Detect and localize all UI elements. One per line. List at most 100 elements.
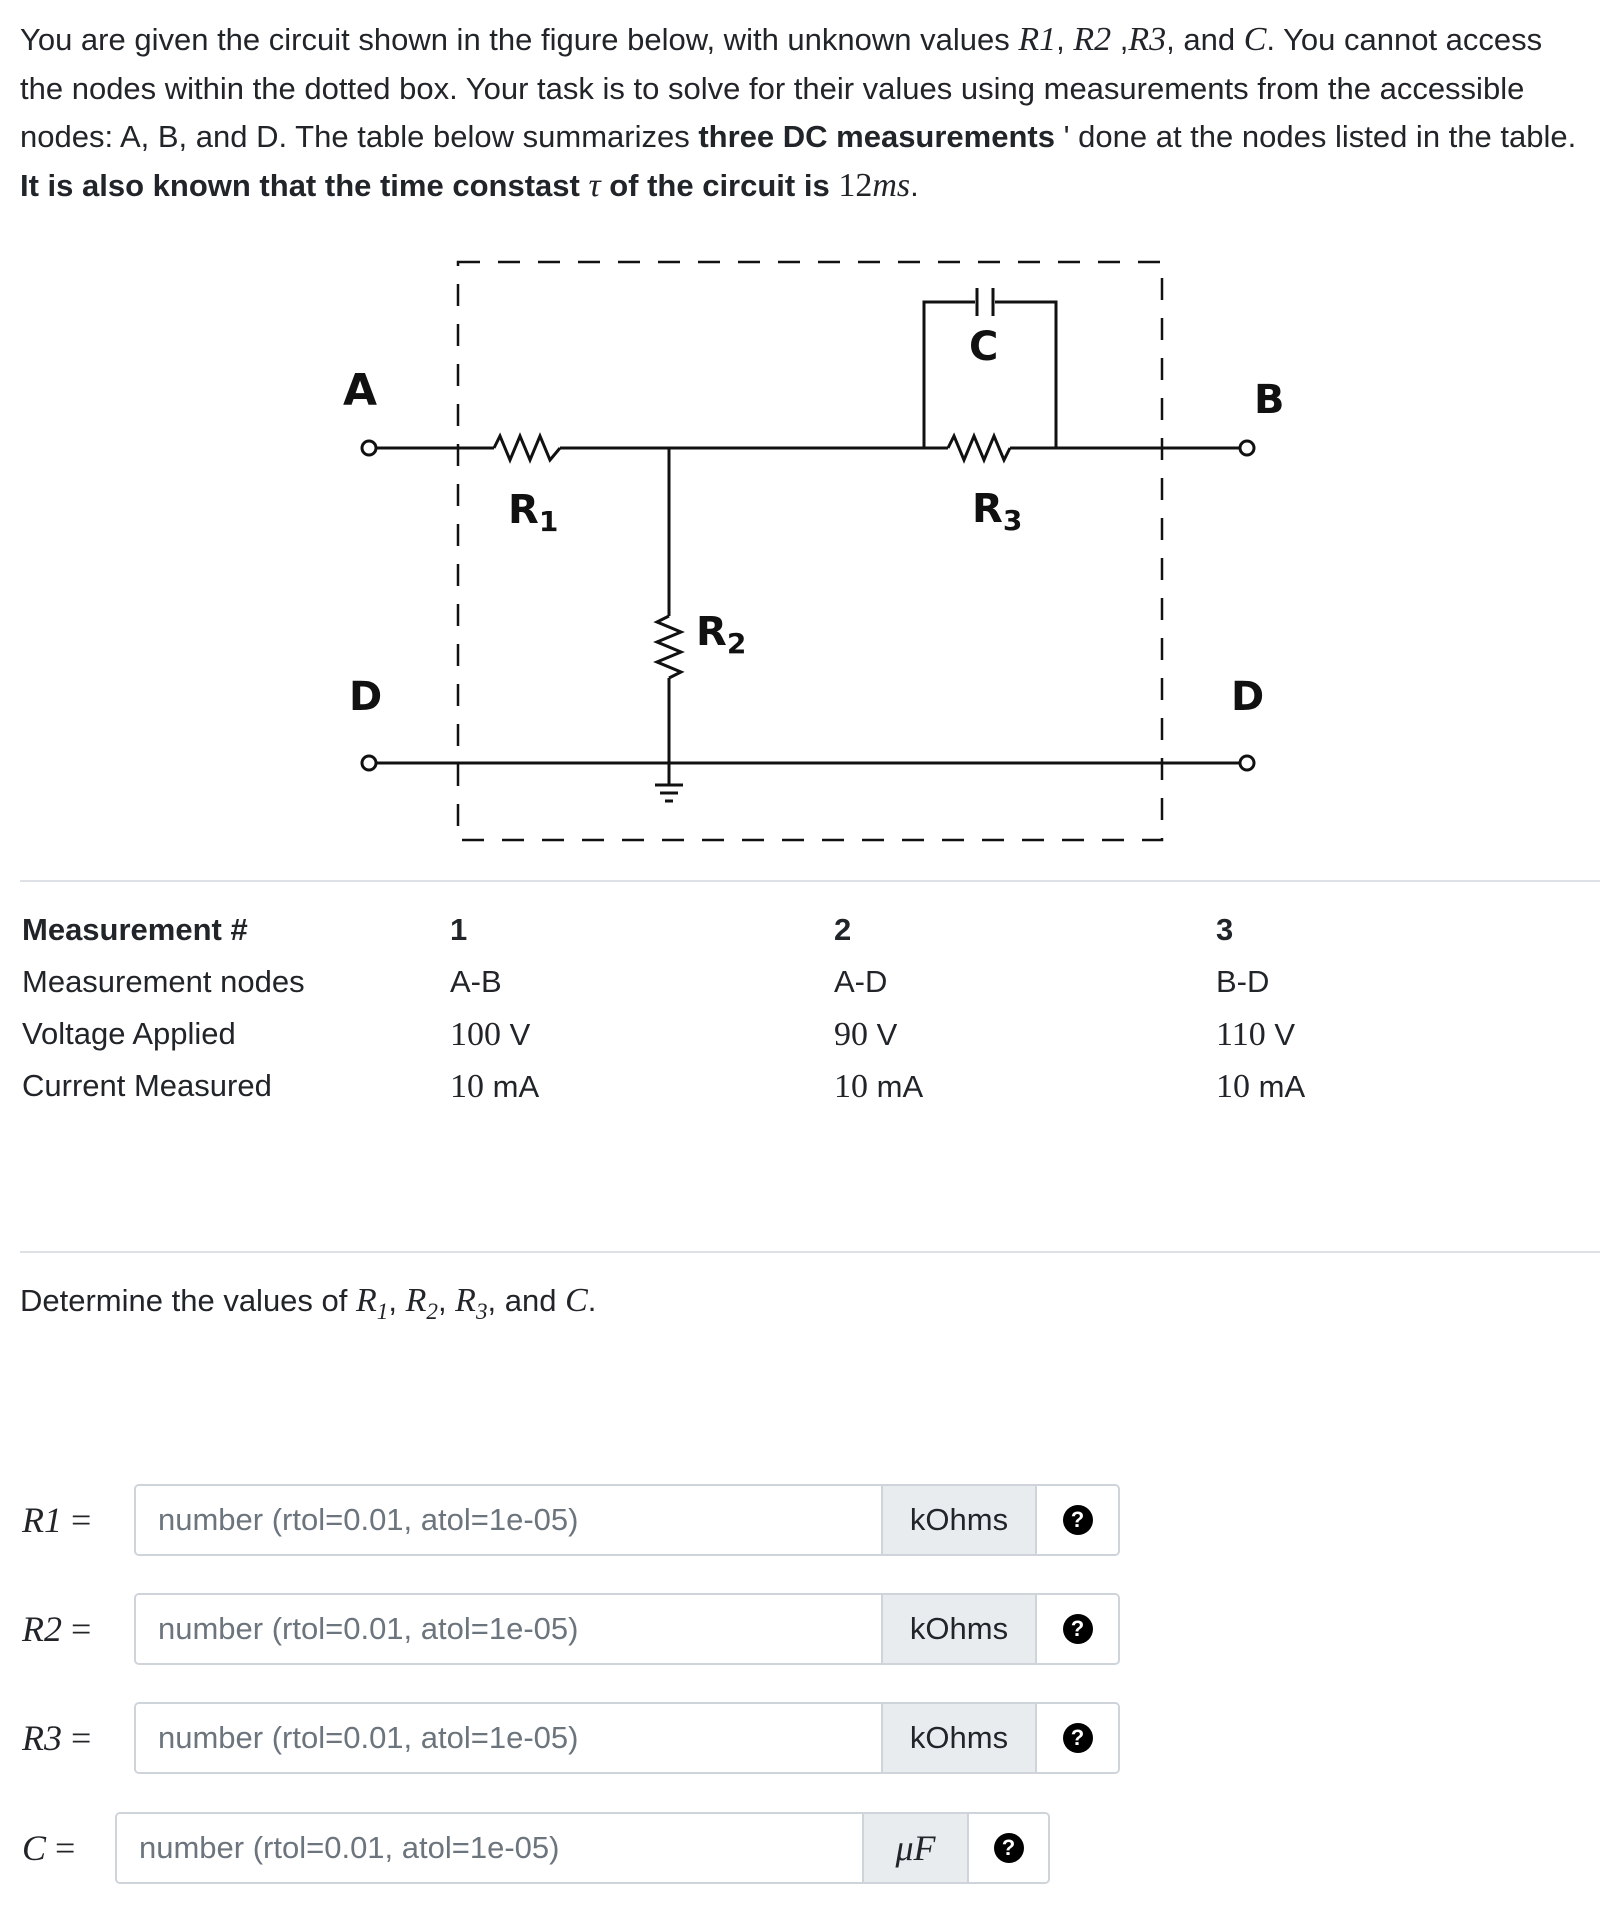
r2-label: R2 <box>696 609 746 660</box>
intro-text-3: ' done at the nodes listed in the table. <box>1054 119 1577 154</box>
table-cell: Measurement nodes <box>22 964 305 999</box>
circuit-diagram: A B D D R1 R2 R3 C <box>343 260 1285 842</box>
table-cell: Voltage Applied <box>22 1016 236 1051</box>
current-value: 10 <box>1216 1068 1250 1105</box>
c-unit: μF <box>862 1814 967 1882</box>
voltage-unit: V <box>509 1017 531 1052</box>
voltage-value: 90 <box>834 1016 868 1053</box>
r1-label: R1 <box>508 487 558 538</box>
answer-row-c: C = μF ? <box>0 1810 1100 1886</box>
c-help-button[interactable]: ? <box>967 1814 1048 1882</box>
answer-row-r3: R3 = kOhms ? <box>0 1700 1150 1776</box>
time-constant-number: 12 <box>838 166 873 204</box>
intro-bold-time-constant-b: of the circuit is <box>600 167 839 203</box>
c-label: C <box>969 324 998 370</box>
answer-label-r2: R2 = <box>22 1609 92 1649</box>
resistor-r1 <box>492 432 562 464</box>
prompt-sep: , <box>437 1283 456 1318</box>
intro-sep-3: , and <box>1166 22 1244 57</box>
table-cell: A-B <box>450 964 502 999</box>
voltage-unit: V <box>876 1017 898 1052</box>
r2-input[interactable] <box>136 1595 881 1663</box>
intro-text-1: You are given the circuit shown in the f… <box>20 22 1019 57</box>
current-value: 10 <box>450 1068 484 1105</box>
c-input[interactable] <box>117 1814 862 1882</box>
help-icon: ? <box>1062 1614 1093 1644</box>
r3-help-button[interactable]: ? <box>1035 1704 1118 1772</box>
table-cell: B-D <box>1216 964 1270 999</box>
table-cell: 100 V <box>450 1016 530 1054</box>
table-header: 3 <box>1216 912 1234 947</box>
table-cell: 10 mA <box>450 1068 539 1106</box>
var-c: C <box>1243 21 1267 58</box>
table-cell: A-D <box>834 964 888 999</box>
current-unit: mA <box>492 1069 540 1104</box>
divider-top <box>20 880 1600 882</box>
current-value: 10 <box>834 1068 868 1105</box>
resistor-r3 <box>946 432 1012 464</box>
voltage-unit: V <box>1274 1017 1296 1052</box>
r1-input[interactable] <box>136 1486 881 1554</box>
voltage-value: 100 <box>450 1016 501 1053</box>
node-b-label: B <box>1254 377 1285 423</box>
intro-end: . <box>910 167 919 203</box>
answer-group-r2: kOhms ? <box>134 1593 1120 1665</box>
r3-input[interactable] <box>136 1704 881 1772</box>
divider-bottom <box>20 1251 1600 1253</box>
table-header: Measurement # <box>22 912 248 947</box>
answer-group-c: μF ? <box>115 1812 1050 1884</box>
r1-help-button[interactable]: ? <box>1035 1486 1118 1554</box>
help-icon: ? <box>1062 1505 1093 1535</box>
help-icon: ? <box>993 1833 1024 1863</box>
terminal-b <box>1238 439 1256 457</box>
capacitor-loop-left <box>922 300 975 448</box>
dotted-box <box>456 260 1164 842</box>
intro-text-2: . You cannot access the nodes within the… <box>20 22 1543 154</box>
prompt-var-r3: R3 <box>455 1282 488 1325</box>
intro-sep-2: , <box>1111 22 1129 57</box>
answer-label-r1: R1 = <box>22 1500 92 1540</box>
var-r3: R3 <box>1128 21 1167 58</box>
node-a-label: A <box>343 365 377 416</box>
terminal-a <box>360 439 378 457</box>
table-cell: 90 V <box>834 1016 897 1054</box>
table-cell: Current Measured <box>22 1068 272 1103</box>
answer-row-r1: R1 = kOhms ? <box>0 1482 1150 1558</box>
prompt-text: Determine the values of <box>20 1283 357 1318</box>
table-cell: 10 mA <box>1216 1068 1305 1106</box>
r2-unit: kOhms <box>881 1595 1035 1663</box>
answer-label-r3: R3 = <box>22 1718 92 1758</box>
prompt-sep: , <box>388 1283 406 1318</box>
capacitor-loop-right <box>995 300 1058 448</box>
intro-bold-time-constant-a: It is also known that the time constast <box>20 167 589 203</box>
var-r2: R2 <box>1073 21 1112 58</box>
answer-group-r3: kOhms ? <box>134 1702 1120 1774</box>
r3-unit: kOhms <box>881 1704 1035 1772</box>
resistor-r2 <box>653 614 685 680</box>
prompt-var-r1: R1 <box>356 1282 389 1325</box>
var-r1: R1 <box>1018 21 1057 58</box>
problem-statement: You are given the circuit shown in the f… <box>20 16 1590 210</box>
r3-label: R3 <box>972 486 1022 537</box>
answer-row-r2: R2 = kOhms ? <box>0 1591 1150 1667</box>
terminal-d-right <box>1238 754 1256 772</box>
table-cell: 110 V <box>1216 1016 1295 1054</box>
table-header: 1 <box>450 912 468 947</box>
answer-group-r1: kOhms ? <box>134 1484 1120 1556</box>
r2-help-button[interactable]: ? <box>1035 1595 1118 1663</box>
time-constant-unit: ms <box>872 166 911 204</box>
prompt-var-r2: R2 <box>405 1282 438 1325</box>
var-tau: τ <box>588 166 601 204</box>
terminal-d-left <box>360 754 378 772</box>
prompt-var-c: C <box>565 1282 588 1319</box>
current-unit: mA <box>876 1069 924 1104</box>
answer-label-c: C = <box>22 1828 76 1868</box>
table-header: 2 <box>834 912 852 947</box>
current-unit: mA <box>1258 1069 1306 1104</box>
r1-unit: kOhms <box>881 1486 1035 1554</box>
prompt-end: . <box>587 1283 597 1318</box>
table-cell: 10 mA <box>834 1068 923 1106</box>
node-d-right-label: D <box>1231 674 1264 720</box>
question-prompt: Determine the values of R1, R2, R3, and … <box>20 1282 596 1326</box>
node-d-left-label: D <box>349 674 382 720</box>
